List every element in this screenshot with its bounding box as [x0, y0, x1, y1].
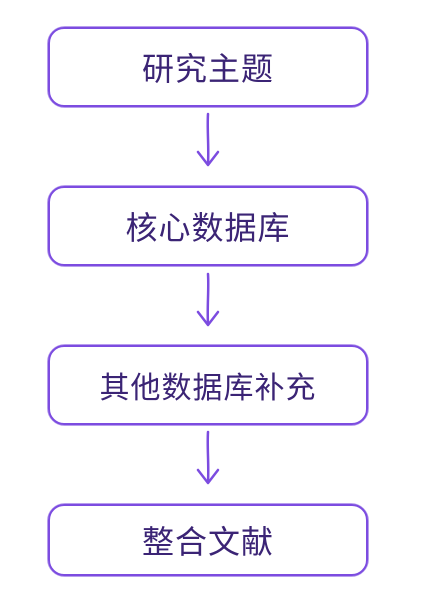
node-integrate-literature: 整合文献 [47, 503, 369, 577]
node-research-topic: 研究主题 [47, 26, 369, 108]
node-label: 核心数据库 [125, 209, 291, 247]
node-core-database: 核心数据库 [47, 185, 369, 267]
arrow-down-icon [196, 430, 220, 485]
node-label: 研究主题 [141, 50, 274, 88]
arrow-down-icon [196, 272, 220, 327]
node-other-databases: 其他数据库补充 [47, 344, 369, 426]
node-label: 整合文献 [141, 523, 274, 561]
node-label: 其他数据库补充 [99, 371, 317, 406]
arrow-down-icon [196, 112, 220, 167]
